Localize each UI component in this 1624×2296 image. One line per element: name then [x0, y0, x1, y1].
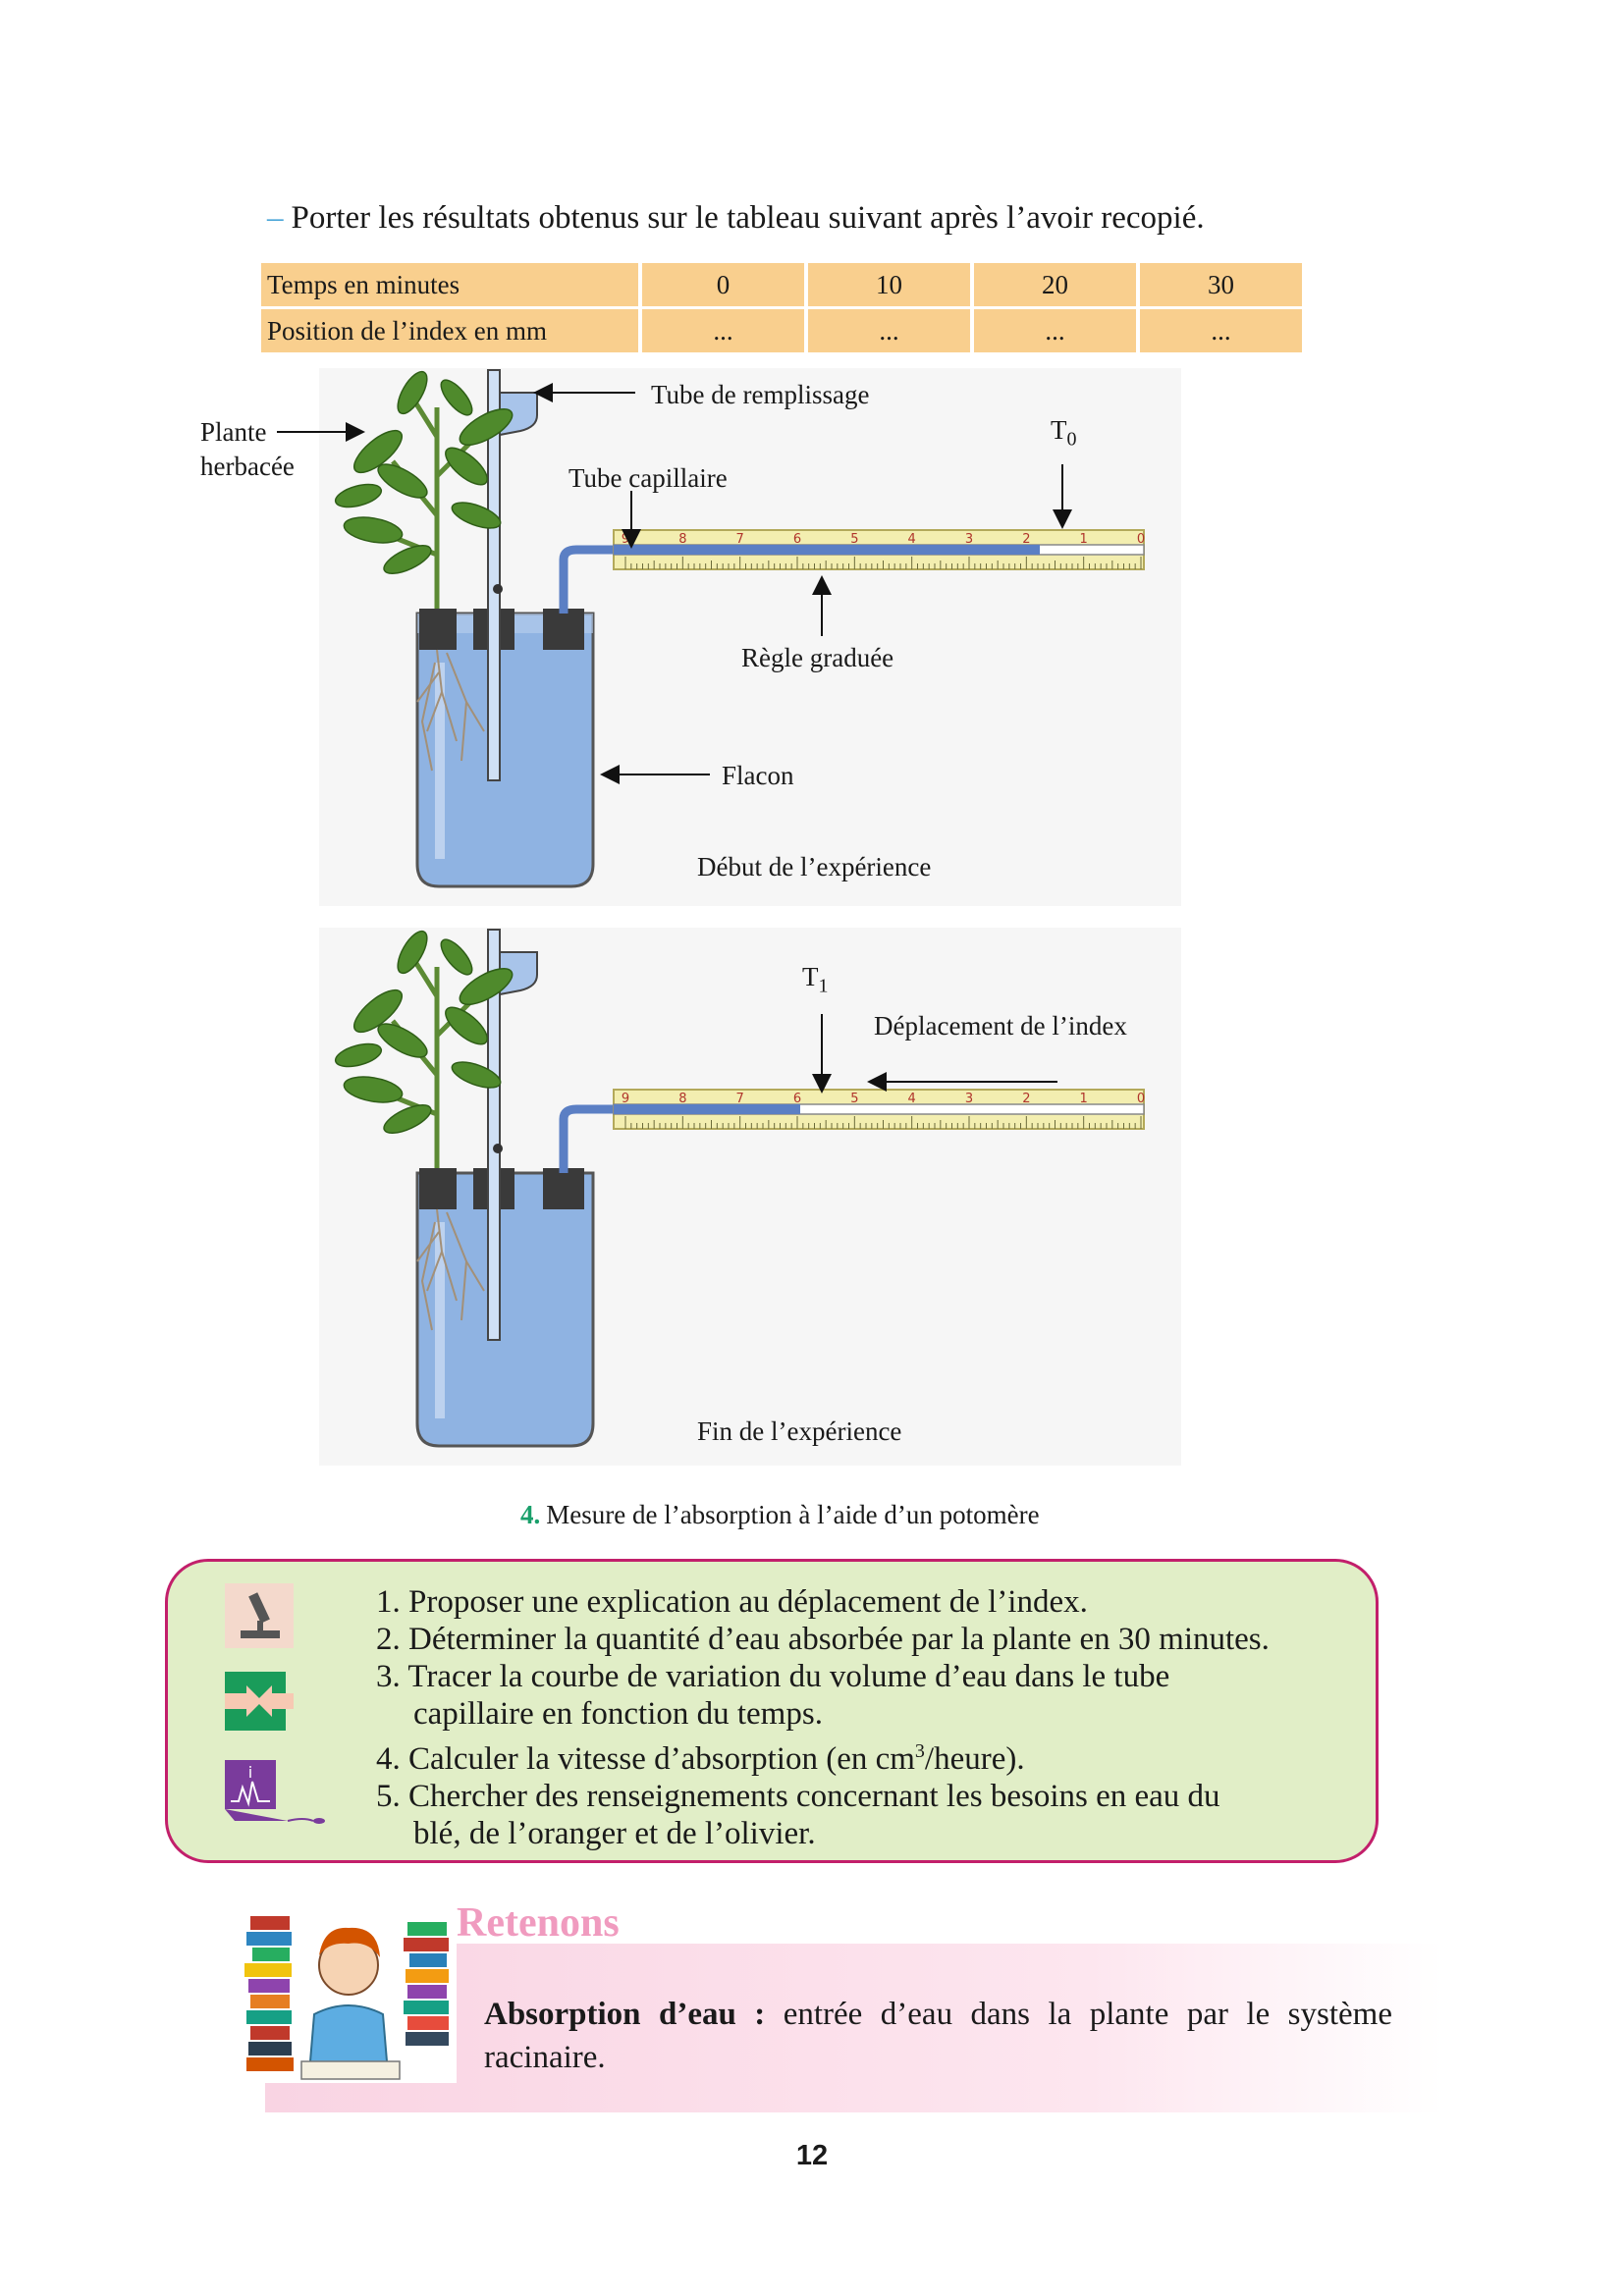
plant-arrow: [275, 417, 368, 447]
caption-text: Mesure de l’absorption à l’aide d’un pot…: [546, 1500, 1039, 1529]
table-cell: 20: [974, 263, 1136, 306]
retenons-term: Absorption d’eau :: [484, 1997, 765, 2032]
table-cell: ...: [642, 309, 804, 352]
question-item-continued: blé, de l’oranger et de l’olivier.: [376, 1815, 1270, 1852]
row-label-time: Temps en minutes: [261, 263, 638, 306]
questions-box: i 1. Proposer une explication au déplace…: [165, 1559, 1379, 1863]
intro-line: –Porter les résultats obtenus sur le tab…: [267, 200, 1205, 237]
student-books-illustration: [241, 1906, 457, 2083]
label-plant-1: Plante: [200, 417, 267, 448]
intro-text: Porter les résultats obtenus sur le tabl…: [292, 200, 1205, 236]
retenons-title: Retenons: [457, 1899, 620, 1947]
question-list: 1. Proposer une explication au déplaceme…: [376, 1583, 1270, 1852]
question-item-continued: capillaire en fonction du temps.: [376, 1695, 1270, 1733]
retenons-text: Absorption d’eau : entrée d’eau dans la …: [484, 1993, 1392, 2079]
question-item: 5. Chercher des renseignements concernan…: [376, 1778, 1270, 1815]
table-row: Position de l’index en mm ... ... ... ..…: [261, 309, 1302, 352]
svg-text:i: i: [248, 1763, 252, 1782]
table-cell: ...: [974, 309, 1136, 352]
row-label-position: Position de l’index en mm: [261, 309, 638, 352]
results-table: Temps en minutes 0 10 20 30 Position de …: [257, 260, 1306, 355]
arrows-start: [319, 368, 1181, 906]
table-row: Temps en minutes 0 10 20 30: [261, 263, 1302, 306]
question-item: 1. Proposer une explication au déplaceme…: [376, 1583, 1270, 1621]
computer-info-icon: i: [225, 1760, 333, 1827]
table-cell: 0: [642, 263, 804, 306]
table-cell: ...: [1140, 309, 1302, 352]
exchange-arrows-icon: [225, 1672, 294, 1731]
intro-dash: –: [267, 200, 284, 236]
table-cell: ...: [808, 309, 970, 352]
figure-caption: 4.Mesure de l’absorption à l’aide d’un p…: [520, 1500, 1040, 1530]
question-item: 4. Calculer la vitesse d’absorption (en …: [376, 1733, 1270, 1778]
label-plant-2: herbacée: [200, 452, 295, 482]
page-number: 12: [0, 2140, 1624, 2172]
question-item: 2. Déterminer la quantité d’eau absorbée…: [376, 1621, 1270, 1658]
table-cell: 10: [808, 263, 970, 306]
caption-number: 4.: [520, 1500, 540, 1529]
arrows-end: [319, 928, 1181, 1466]
question-item: 3. Tracer la courbe de variation du volu…: [376, 1658, 1270, 1695]
microscope-icon: [225, 1583, 294, 1648]
table-cell: 30: [1140, 263, 1302, 306]
